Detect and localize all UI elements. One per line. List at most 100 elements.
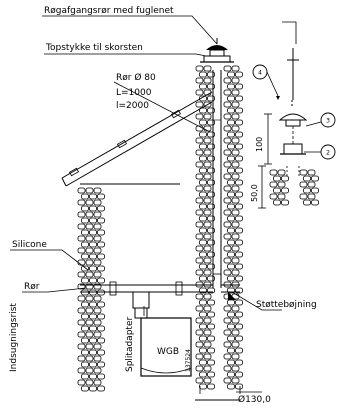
brick bbox=[89, 241, 97, 248]
brick bbox=[223, 209, 232, 216]
brick bbox=[299, 169, 308, 176]
brick bbox=[203, 245, 212, 252]
brick bbox=[81, 193, 89, 200]
label-drawing-no: 137524 bbox=[185, 349, 192, 372]
brick bbox=[207, 323, 215, 330]
brick bbox=[203, 197, 212, 204]
brick bbox=[85, 367, 94, 374]
callout-3-label: 3 bbox=[326, 118, 330, 125]
brick bbox=[207, 251, 215, 258]
brick bbox=[97, 217, 105, 224]
brick bbox=[81, 325, 89, 332]
brick bbox=[85, 259, 94, 266]
brick bbox=[97, 313, 105, 320]
brick bbox=[235, 335, 243, 342]
brick bbox=[93, 343, 102, 350]
brick bbox=[77, 187, 86, 194]
brick bbox=[223, 353, 232, 360]
brick bbox=[223, 305, 232, 312]
brick bbox=[235, 263, 243, 270]
brick bbox=[203, 341, 212, 348]
brick bbox=[93, 271, 102, 278]
brick bbox=[203, 149, 212, 156]
brick bbox=[227, 383, 235, 390]
brick bbox=[203, 137, 212, 144]
brick bbox=[207, 263, 215, 270]
brick bbox=[223, 233, 232, 240]
brick bbox=[235, 71, 243, 78]
brick bbox=[227, 131, 235, 138]
brick bbox=[203, 173, 212, 180]
brick bbox=[89, 361, 97, 368]
brick bbox=[89, 265, 97, 272]
brick bbox=[203, 365, 212, 372]
brick bbox=[195, 269, 204, 276]
brick bbox=[207, 371, 215, 378]
brick bbox=[199, 263, 207, 270]
brick bbox=[223, 221, 232, 228]
brick bbox=[97, 301, 105, 308]
brick bbox=[85, 295, 94, 302]
brick bbox=[77, 331, 86, 338]
brick bbox=[203, 77, 212, 84]
brick bbox=[231, 161, 240, 168]
leader-lines bbox=[10, 15, 297, 394]
brick bbox=[223, 269, 232, 276]
brick bbox=[77, 223, 86, 230]
brick bbox=[207, 311, 215, 318]
brick bbox=[85, 247, 94, 254]
brick bbox=[93, 259, 102, 266]
brick bbox=[77, 247, 86, 254]
brick bbox=[203, 209, 212, 216]
brick bbox=[203, 269, 212, 276]
brick bbox=[231, 233, 240, 240]
brick bbox=[77, 355, 86, 362]
brick bbox=[227, 143, 235, 150]
label-len-small: l=2000 bbox=[116, 101, 149, 111]
brick bbox=[89, 325, 97, 332]
brick bbox=[231, 89, 240, 96]
brick bbox=[269, 193, 278, 200]
brick bbox=[203, 65, 212, 72]
brick bbox=[207, 131, 215, 138]
brick bbox=[299, 181, 308, 188]
brick bbox=[231, 341, 240, 348]
brick bbox=[223, 317, 232, 324]
brick-walls bbox=[77, 65, 319, 392]
brick bbox=[231, 305, 240, 312]
brick bbox=[231, 113, 240, 120]
brick bbox=[199, 191, 207, 198]
brick bbox=[77, 271, 86, 278]
brick bbox=[227, 371, 235, 378]
brick bbox=[307, 181, 316, 188]
brick bbox=[311, 187, 319, 194]
brick bbox=[207, 191, 215, 198]
brick bbox=[231, 329, 240, 336]
brick bbox=[85, 379, 94, 386]
brick bbox=[97, 205, 105, 212]
label-silicone: Silicone bbox=[12, 240, 47, 250]
brick bbox=[203, 293, 212, 300]
brick bbox=[195, 377, 204, 384]
label-chimney-top: Topstykke til skorsten bbox=[45, 43, 143, 53]
brick bbox=[199, 227, 207, 234]
brick bbox=[207, 275, 215, 282]
brick bbox=[81, 253, 89, 260]
brick bbox=[227, 335, 235, 342]
brick bbox=[203, 113, 212, 120]
brick bbox=[97, 325, 105, 332]
brick bbox=[207, 119, 215, 126]
brick bbox=[223, 89, 232, 96]
brick bbox=[97, 277, 105, 284]
brick bbox=[231, 317, 240, 324]
brick bbox=[81, 373, 89, 380]
brick bbox=[85, 283, 94, 290]
brick bbox=[93, 379, 102, 386]
brick bbox=[195, 149, 204, 156]
label-boiler: WGB bbox=[157, 347, 179, 357]
brick bbox=[89, 253, 97, 260]
brick bbox=[195, 245, 204, 252]
brick bbox=[207, 215, 215, 222]
